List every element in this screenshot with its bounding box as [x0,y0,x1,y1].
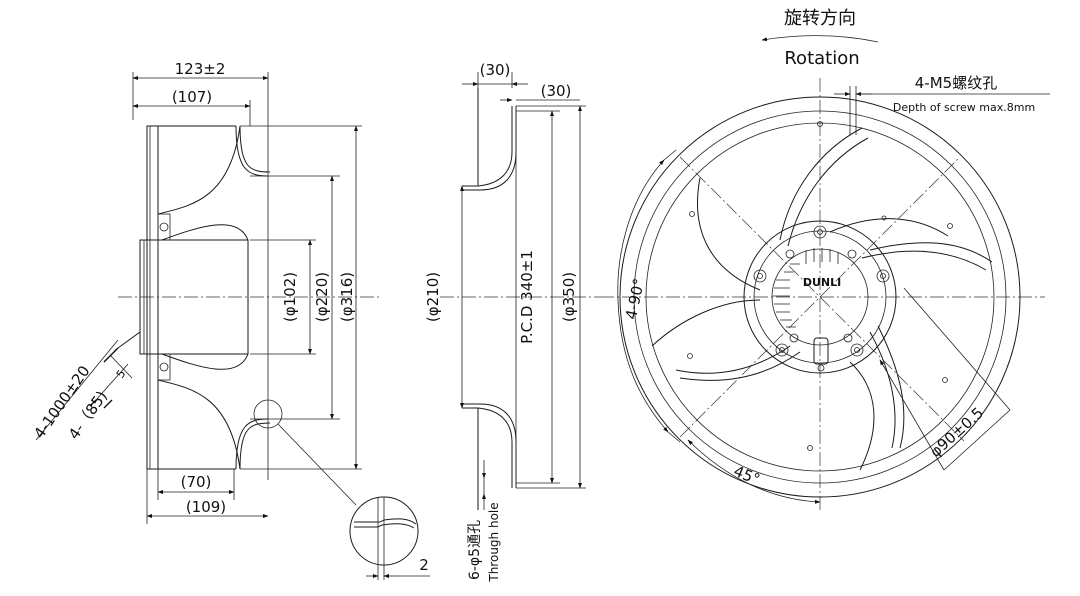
dim-dia-outer: (φ316) [338,272,356,322]
dim-bottom-long: (109) [186,498,226,516]
side-view: 123±2 (107) (φ102) (φ220) (φ316) (70) (1… [30,60,430,580]
brand-logo: DUNLI [803,276,841,289]
motor-body [139,239,249,355]
impeller-blades [651,127,993,471]
hole-label: 6-φ5通孔 [467,520,483,580]
dim-overall-length: 123±2 [175,60,226,78]
dim-top-width-b: (30) [541,82,572,100]
dim-pcd: P.C.D 340±1 [518,250,536,344]
dim-bottom-short: (70) [181,473,212,491]
dim-dia-inlet: (φ210) [424,272,442,322]
cable-small: 5 [114,367,129,380]
dim-dia-mid: (φ220) [313,272,331,322]
dim-ref-length: (107) [172,88,212,106]
dim-dia-outer: (φ350) [560,272,578,322]
rotation-label-en: Rotation [784,48,859,69]
dim-dia-inner: (φ102) [281,272,299,322]
profile-view: (30) (30) (φ210) P.C.D 340±1 (φ350) 6-φ5… [424,61,600,583]
angle-4x90: 4-90° [622,277,648,321]
rotation-arrow [761,35,879,43]
detail-dim: 2 [419,556,429,574]
hole-note: Through hole [487,502,501,582]
hub-fins [773,248,839,328]
front-view: DUNLI 4-M5螺纹孔 Depth of screw max.8mm 旋转方… [600,8,1050,510]
screw-label: 4-M5螺纹孔 [915,74,997,92]
rotation-label-cn: 旋转方向 [784,8,856,29]
angle-45: 45° [731,462,762,489]
screw-depth: Depth of screw max.8mm [893,101,1035,114]
hub-outer [743,220,897,374]
dim-top-width-a: (30) [480,61,511,79]
cable-gland [813,337,829,365]
mounting-flange [146,125,159,470]
